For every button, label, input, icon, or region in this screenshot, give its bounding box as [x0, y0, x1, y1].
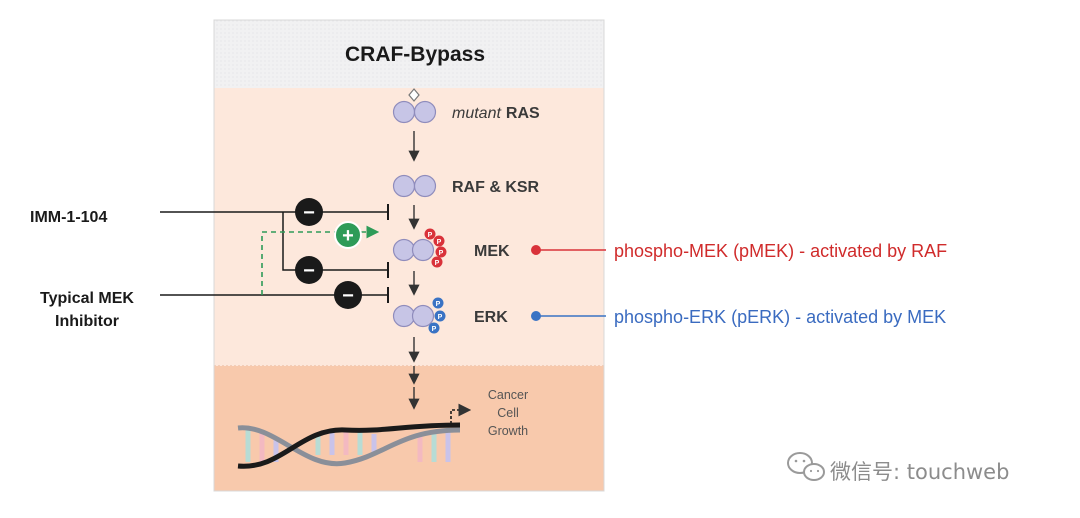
svg-text:+: + [342, 225, 354, 247]
title-band [214, 20, 604, 90]
dna-helix [237, 422, 461, 469]
typical-minus-circle-icon: − [334, 281, 362, 309]
pmek-connector [531, 245, 606, 255]
ras-protein [392, 88, 437, 124]
svg-text:P: P [439, 250, 444, 257]
mek-label: MEK [474, 243, 510, 260]
typical-mek-label-line1: Typical MEK [40, 290, 134, 307]
imm-minus-circle-2-icon: − [295, 256, 323, 284]
growth-label-line3: Growth [488, 424, 528, 438]
erk-label: ERK [474, 309, 508, 326]
svg-text:P: P [437, 239, 442, 246]
wechat-icon [787, 452, 825, 481]
transcription-arrow [450, 403, 472, 424]
svg-text:P: P [432, 326, 437, 333]
growth-label-line1: Cancer [488, 388, 528, 402]
pmek-annotation: phospho-MEK (pMEK) - activated by RAF [614, 241, 947, 261]
wechat-watermark: 微信号: touchweb [787, 452, 1009, 484]
svg-text:P: P [436, 301, 441, 308]
raf-ksr-protein [392, 174, 437, 198]
svg-text:−: − [303, 202, 315, 224]
perk-annotation: phospho-ERK (pERK) - activated by MEK [614, 307, 946, 327]
activation-plus-circle-icon: + [334, 221, 362, 249]
svg-text:P: P [428, 232, 433, 239]
watermark-text: 微信号: touchweb [830, 460, 1009, 484]
mek-protein: P P P P [392, 228, 447, 268]
svg-text:P: P [435, 260, 440, 267]
diagram-title: CRAF-Bypass [345, 43, 485, 66]
typical-mek-label-line2: Inhibitor [55, 313, 119, 330]
erk-protein: P P P [392, 297, 446, 334]
svg-text:−: − [303, 260, 315, 282]
raf-ksr-label: RAF & KSR [452, 179, 540, 196]
svg-text:P: P [438, 314, 443, 321]
imm-drug-label: IMM-1-104 [30, 209, 107, 226]
erk-phospho-group: P P P [428, 297, 446, 334]
imm-minus-circle-icon: − [295, 198, 323, 226]
ras-diamond-icon [408, 88, 420, 102]
growth-label-line2: Cell [497, 406, 519, 420]
mek-phospho-group: P P P P [424, 228, 447, 268]
svg-text:−: − [342, 285, 354, 307]
perk-connector [531, 311, 606, 321]
